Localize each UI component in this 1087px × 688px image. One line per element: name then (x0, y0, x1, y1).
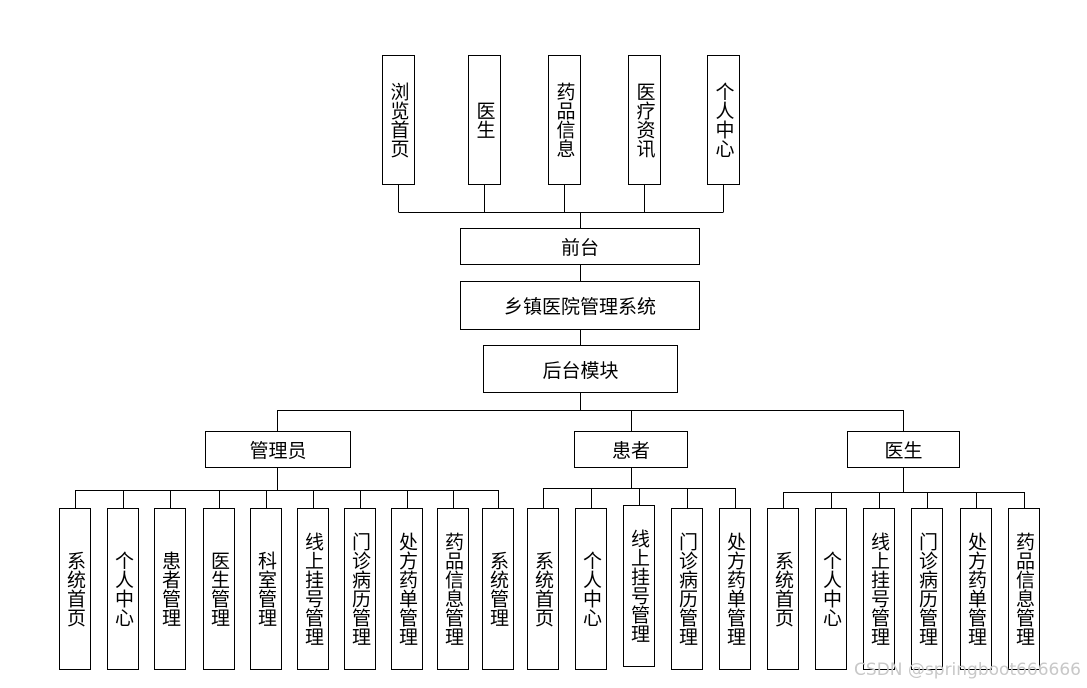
doctor-item-system-home: 系统首页 (767, 508, 799, 670)
backend-box: 后台模块 (483, 345, 678, 393)
leaf-label: 线上挂号管理 (628, 529, 650, 643)
leaf-label: 系统首页 (532, 551, 554, 627)
leaf-label: 系统首页 (772, 551, 794, 627)
admin-item-outpatient-record-mgmt: 门诊病历管理 (344, 508, 376, 670)
doctor-item-prescription-mgmt: 处方药单管理 (960, 508, 992, 670)
leaf-label: 处方药单管理 (965, 532, 987, 646)
frontend-item-browse-home: 浏览首页 (382, 55, 415, 185)
frontend-item-doctor: 医生 (468, 55, 501, 185)
role-label: 管理员 (249, 440, 307, 462)
leaf-label: 医生管理 (208, 551, 230, 627)
leaf-label: 系统管理 (487, 551, 509, 627)
leaf-label: 线上挂号管理 (302, 532, 324, 646)
leaf-label: 个人中心 (112, 551, 134, 627)
frontend-box: 前台 (460, 228, 700, 265)
frontend-item-label: 浏览首页 (387, 82, 410, 158)
leaf-label: 药品信息管理 (442, 532, 464, 646)
system-label: 乡镇医院管理系统 (503, 296, 656, 318)
leaf-label: 患者管理 (159, 551, 181, 627)
leaf-label: 系统首页 (64, 551, 86, 627)
frontend-item-label: 医生 (473, 101, 496, 139)
doctor-item-drug-info-mgmt: 药品信息管理 (1008, 508, 1040, 670)
admin-item-system-home: 系统首页 (59, 508, 91, 670)
role-patient: 患者 (574, 431, 688, 468)
patient-item-outpatient-record-mgmt: 门诊病历管理 (671, 508, 703, 670)
leaf-label: 科室管理 (255, 551, 277, 627)
frontend-item-label: 药品信息 (553, 82, 576, 158)
frontend-item-drug-info: 药品信息 (548, 55, 581, 185)
frontend-label: 前台 (560, 237, 599, 259)
frontend-item-label: 个人中心 (712, 82, 735, 158)
patient-item-prescription-mgmt: 处方药单管理 (719, 508, 751, 670)
admin-item-personal-center: 个人中心 (107, 508, 139, 670)
admin-item-patient-mgmt: 患者管理 (154, 508, 186, 670)
admin-item-online-registration-mgmt: 线上挂号管理 (297, 508, 329, 670)
role-doctor: 医生 (847, 431, 960, 468)
admin-item-system-mgmt: 系统管理 (482, 508, 514, 670)
role-label: 医生 (884, 440, 923, 462)
leaf-label: 个人中心 (820, 551, 842, 627)
doctor-item-online-registration-mgmt: 线上挂号管理 (863, 508, 895, 670)
frontend-item-personal-center: 个人中心 (707, 55, 740, 185)
admin-item-prescription-mgmt: 处方药单管理 (391, 508, 423, 670)
patient-item-system-home: 系统首页 (527, 508, 559, 670)
leaf-label: 个人中心 (580, 551, 602, 627)
leaf-label: 药品信息管理 (1013, 532, 1035, 646)
admin-item-drug-info-mgmt: 药品信息管理 (437, 508, 469, 670)
leaf-label: 处方药单管理 (724, 532, 746, 646)
admin-item-doctor-mgmt: 医生管理 (203, 508, 235, 670)
role-label: 患者 (611, 440, 650, 462)
frontend-item-label: 医疗资讯 (633, 82, 656, 158)
doctor-item-personal-center: 个人中心 (815, 508, 847, 670)
leaf-label: 门诊病历管理 (676, 532, 698, 646)
patient-item-online-registration-mgmt: 线上挂号管理 (623, 505, 655, 667)
leaf-label: 门诊病历管理 (349, 532, 371, 646)
backend-label: 后台模块 (542, 359, 619, 382)
system-box: 乡镇医院管理系统 (460, 281, 700, 330)
role-admin: 管理员 (205, 431, 351, 468)
patient-item-personal-center: 个人中心 (575, 508, 607, 670)
watermark: CSDN @springboot666666 (854, 660, 1081, 680)
frontend-item-medical-news: 医疗资讯 (628, 55, 661, 185)
leaf-label: 门诊病历管理 (916, 532, 938, 646)
doctor-item-outpatient-record-mgmt: 门诊病历管理 (911, 508, 943, 670)
leaf-label: 线上挂号管理 (868, 532, 890, 646)
leaf-label: 处方药单管理 (396, 532, 418, 646)
admin-item-department-mgmt: 科室管理 (250, 508, 282, 670)
